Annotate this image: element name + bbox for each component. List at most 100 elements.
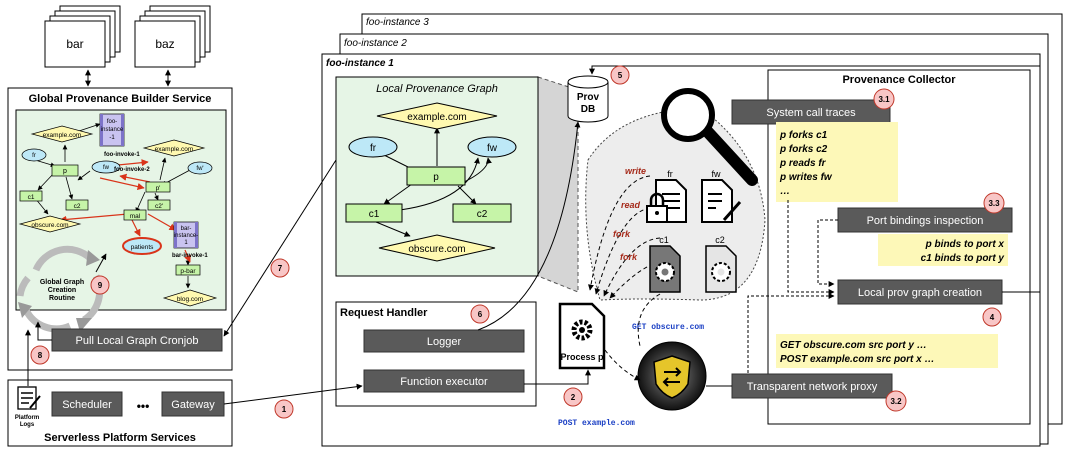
local-node-p: p [406,166,466,186]
global-node-example-1: example.com [30,125,94,143]
svg-text:fr: fr [32,153,36,159]
step-badge-6: 6 [470,304,490,324]
global-node-obscure: obscure.com [18,215,82,233]
label-fork-2: fork [620,252,638,262]
syscall-trace-list [776,122,898,202]
global-node-p: p [51,164,79,177]
svg-text:Process p: Process p [560,352,604,362]
svg-text:c2: c2 [715,235,725,245]
platform-title: Serverless Platform Services [44,432,196,444]
global-label-foo-invoke-1: foo-invoke-1 [104,152,140,158]
svg-text:Port bindings inspection: Port bindings inspection [867,215,984,227]
svg-text:3.2: 3.2 [890,397,902,406]
gateway-box: Gateway [161,391,225,417]
file-fw-icon: fw [701,169,742,223]
trace-line: p forks c1 [779,130,828,141]
trace-line: p writes fw [779,172,833,183]
local-node-example: example.com [376,102,498,130]
child-process-c1-icon: c1 [649,235,681,293]
local-prov-graph-creation-box: Local prov graph creation [837,279,1003,305]
svg-text:instance: instance [101,127,124,133]
step-badge-3-2: 3.2 [885,390,907,412]
bar-label: bar [66,37,83,51]
baz-function-stack: baz [134,5,211,68]
svg-text:fw: fw [487,143,498,154]
label-write: write [625,166,646,176]
svg-text:4: 4 [990,313,995,322]
svg-text:example.com: example.com [155,146,194,153]
svg-text:p-bar: p-bar [180,268,196,275]
svg-text:3.1: 3.1 [878,95,890,104]
svg-text:obscure.com: obscure.com [31,222,68,229]
port-bindings-list [878,234,1008,266]
svg-text:1: 1 [184,240,188,246]
svg-text:Pull Local Graph Cronjob: Pull Local Graph Cronjob [76,335,199,347]
pull-local-graph-cronjob: Pull Local Graph Cronjob [51,328,223,352]
svg-text:Global Graph: Global Graph [40,279,84,286]
global-node-c2-prime: c2' [147,199,171,211]
bar-function-stack: bar [44,5,121,68]
svg-text:-1: -1 [109,135,115,141]
trace-line: p forks c2 [779,144,828,155]
binding-line: c1 binds to port y [921,253,1005,264]
global-node-fw: fw [91,160,121,174]
svg-text:example.com: example.com [43,132,82,139]
global-node-c1: c1 [19,190,43,202]
svg-text:c2: c2 [74,203,81,210]
svg-text:c1: c1 [28,194,35,201]
svg-text:Scheduler: Scheduler [62,399,112,411]
step-badge-9: 9 [90,275,110,295]
local-node-fw: fw [467,136,517,158]
global-node-fw-prime: fw' [187,161,213,175]
svg-text:mal: mal [130,213,141,220]
svg-text:Gateway: Gateway [171,399,215,411]
logger-box: Logger [363,329,525,353]
label-fork-1: fork [613,229,631,239]
svg-text:3.3: 3.3 [988,199,1000,208]
request-line: POST example.com src port x … [780,354,935,365]
svg-text:p: p [63,168,67,175]
svg-text:Local prov graph creation: Local prov graph creation [858,287,982,299]
svg-text:Routine: Routine [49,295,75,302]
global-node-example-2: example.com [142,139,206,157]
svg-text:Platform: Platform [15,415,39,421]
svg-text:foo-: foo- [107,119,117,125]
local-node-c1: c1 [345,203,403,223]
svg-text:fw: fw [103,165,110,171]
system-call-traces-box: System call traces [731,99,891,125]
svg-text:c1: c1 [659,235,669,245]
svg-text:blog.com: blog.com [177,296,203,303]
collector-title: Provenance Collector [842,74,956,86]
svg-text:System call traces: System call traces [766,107,856,119]
binding-line: p binds to port x [925,239,1005,250]
svg-text:2: 2 [571,393,576,402]
global-label-bar-invoke-1: bar-invoke-1 [172,253,208,259]
svg-text:foo-instance 2: foo-instance 2 [344,38,407,49]
baz-label: baz [155,37,174,51]
global-label-foo-invoke-2: foo-invoke-2 [114,167,150,173]
scheduler-box: Scheduler [51,391,123,417]
local-node-fr: fr [348,136,398,158]
svg-text:foo-instance 1: foo-instance 1 [326,58,394,69]
step-badge-3-1: 3.1 [873,88,895,110]
step-badge-5: 5 [610,65,630,85]
child-process-c2-icon: c2 [705,235,737,293]
local-node-obscure: obscure.com [378,234,496,262]
svg-text:5: 5 [618,71,623,80]
svg-text:9: 9 [98,281,103,290]
request-line: GET obscure.com src port y … [780,340,927,351]
captured-requests-list [776,334,998,368]
trace-line: … [780,186,790,197]
step-badge-7: 7 [270,258,290,278]
svg-text:fw: fw [712,169,722,179]
global-node-fr: fr [21,148,47,162]
step-badge-1: 1 [274,399,294,419]
svg-text:obscure.com: obscure.com [408,244,465,255]
svg-text:Creation: Creation [48,287,76,294]
global-node-patients: patients [122,237,162,255]
network-proxy-shield-icon [637,341,707,411]
magnifier-icon [661,88,758,186]
platform-logs-icon: Platform Logs [15,386,41,428]
port-bindings-inspection-box: Port bindings inspection [837,207,1013,233]
